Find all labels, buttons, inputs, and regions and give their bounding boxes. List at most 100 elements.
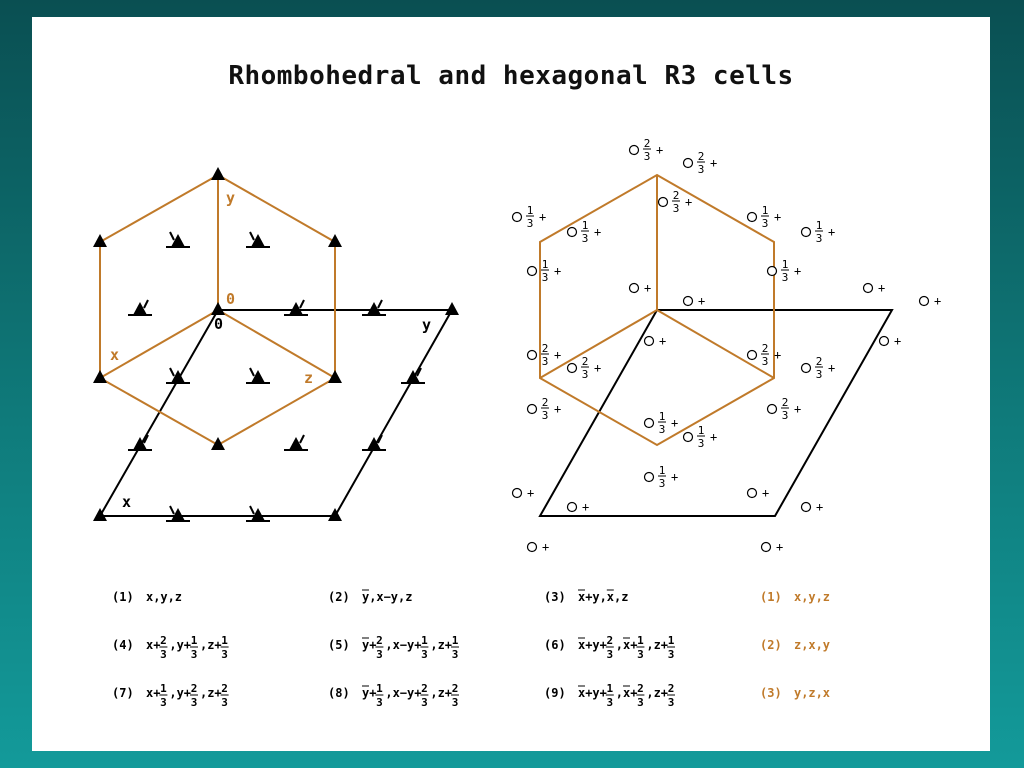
svg-text:+: + xyxy=(894,334,901,348)
svg-text:z: z xyxy=(794,638,801,652)
svg-text:+: + xyxy=(710,156,717,170)
svg-text:y: y xyxy=(407,686,414,700)
svg-text:(7): (7) xyxy=(112,686,134,700)
svg-text:3: 3 xyxy=(762,355,769,368)
svg-text:(9): (9) xyxy=(544,686,566,700)
svg-text:,: , xyxy=(369,590,376,604)
svg-text:+: + xyxy=(369,638,376,652)
svg-text:3: 3 xyxy=(191,696,198,709)
svg-text:+: + xyxy=(656,143,663,157)
svg-text:z: z xyxy=(823,590,830,604)
position-entry: (7)x+13,y+23,z+23 xyxy=(112,682,229,709)
threefold-axis-symbol xyxy=(328,508,342,521)
svg-text:2: 2 xyxy=(542,396,549,409)
svg-text:z: z xyxy=(175,590,182,604)
svg-text:y: y xyxy=(407,638,414,652)
position-marker: 23+ xyxy=(682,150,717,176)
threefold-screw-symbol xyxy=(166,231,190,248)
svg-text:z: z xyxy=(405,590,412,604)
svg-text:+: + xyxy=(554,348,561,362)
svg-text:y: y xyxy=(592,686,599,700)
threefold-axis-symbol xyxy=(211,437,225,450)
svg-text:3: 3 xyxy=(606,696,613,709)
svg-text:3: 3 xyxy=(668,648,675,661)
svg-text:1: 1 xyxy=(376,682,383,695)
position-entry: (3)x+y,x,z xyxy=(544,589,628,604)
svg-text:2: 2 xyxy=(637,682,644,695)
svg-text:y: y xyxy=(808,590,815,604)
diagram-canvas: y 0 x z 0 y x 23+23+23+13+13+13+13+13+13… xyxy=(93,137,941,709)
svg-text:2: 2 xyxy=(816,355,823,368)
svg-text:+: + xyxy=(445,686,452,700)
svg-text:y: y xyxy=(391,590,398,604)
svg-text:3: 3 xyxy=(816,368,823,381)
rhomb-label-z: z xyxy=(304,369,313,387)
svg-text:+: + xyxy=(794,264,801,278)
position-entry: (5)y+23,x−y+13,z+13 xyxy=(328,634,459,661)
svg-text:2: 2 xyxy=(782,396,789,409)
svg-text:3: 3 xyxy=(221,648,228,661)
svg-text:,: , xyxy=(200,686,207,700)
svg-text:+: + xyxy=(594,225,601,239)
svg-text:z: z xyxy=(654,686,661,700)
svg-text:,: , xyxy=(200,638,207,652)
svg-text:+: + xyxy=(214,638,221,652)
threefold-axis-symbol xyxy=(211,167,225,180)
svg-text:3: 3 xyxy=(782,409,789,422)
svg-text:+: + xyxy=(542,540,549,554)
svg-text:+: + xyxy=(698,294,705,308)
rhomb-label-y: y xyxy=(226,189,235,207)
position-entry: (6)x+y+23,x+13,z+13 xyxy=(544,634,675,661)
svg-text:y: y xyxy=(362,590,369,604)
svg-text:3: 3 xyxy=(452,648,459,661)
svg-text:3: 3 xyxy=(673,202,680,215)
svg-text:z: z xyxy=(207,638,214,652)
svg-text:+: + xyxy=(794,402,801,416)
svg-text:2: 2 xyxy=(673,189,680,202)
svg-text:z: z xyxy=(438,638,445,652)
rhomb-edge-right-c xyxy=(656,309,775,379)
rhomb-edge-x xyxy=(99,309,219,379)
svg-text:+: + xyxy=(630,686,637,700)
svg-text:,: , xyxy=(385,686,392,700)
svg-text:x: x xyxy=(146,638,153,652)
position-marker: 23+ xyxy=(526,396,561,422)
svg-text:2: 2 xyxy=(542,342,549,355)
svg-text:2: 2 xyxy=(762,342,769,355)
svg-text:2: 2 xyxy=(160,634,167,647)
svg-text:+: + xyxy=(671,416,678,430)
svg-text:+: + xyxy=(582,500,589,514)
position-marker: + xyxy=(526,540,549,554)
threefold-axis-symbol xyxy=(328,370,342,383)
svg-text:1: 1 xyxy=(527,204,534,217)
svg-text:2: 2 xyxy=(191,682,198,695)
hex-label-y: y xyxy=(422,316,431,334)
svg-text:x: x xyxy=(607,590,614,604)
position-marker: + xyxy=(643,334,666,348)
svg-text:,: , xyxy=(614,590,621,604)
threefold-screw-symbol xyxy=(246,231,270,248)
svg-text:(3): (3) xyxy=(760,686,782,700)
svg-text:3: 3 xyxy=(160,696,167,709)
svg-text:1: 1 xyxy=(762,204,769,217)
svg-text:,: , xyxy=(430,686,437,700)
position-entry: (2)y,x−y,z xyxy=(328,589,412,604)
svg-text:y: y xyxy=(160,590,167,604)
threefold-axis-symbol xyxy=(328,234,342,247)
position-marker: 13+ xyxy=(766,258,801,284)
hex-cell-outline-right xyxy=(538,309,894,517)
position-marker: 23+ xyxy=(746,342,781,368)
svg-text:+: + xyxy=(539,210,546,224)
position-marker: 23 + xyxy=(766,396,801,422)
svg-text:y: y xyxy=(362,686,369,700)
svg-text:2: 2 xyxy=(582,355,589,368)
position-entry: (8)y+13,x−y+23,z+23 xyxy=(328,682,459,709)
svg-text:(8): (8) xyxy=(328,686,350,700)
svg-text:2: 2 xyxy=(376,634,383,647)
svg-text:(2): (2) xyxy=(760,638,782,652)
threefold-screw-symbol xyxy=(401,367,425,384)
svg-text:,: , xyxy=(801,590,808,604)
svg-text:+: + xyxy=(414,638,421,652)
svg-text:(2): (2) xyxy=(328,590,350,604)
left-diagram: y 0 x z 0 y x xyxy=(93,167,459,522)
